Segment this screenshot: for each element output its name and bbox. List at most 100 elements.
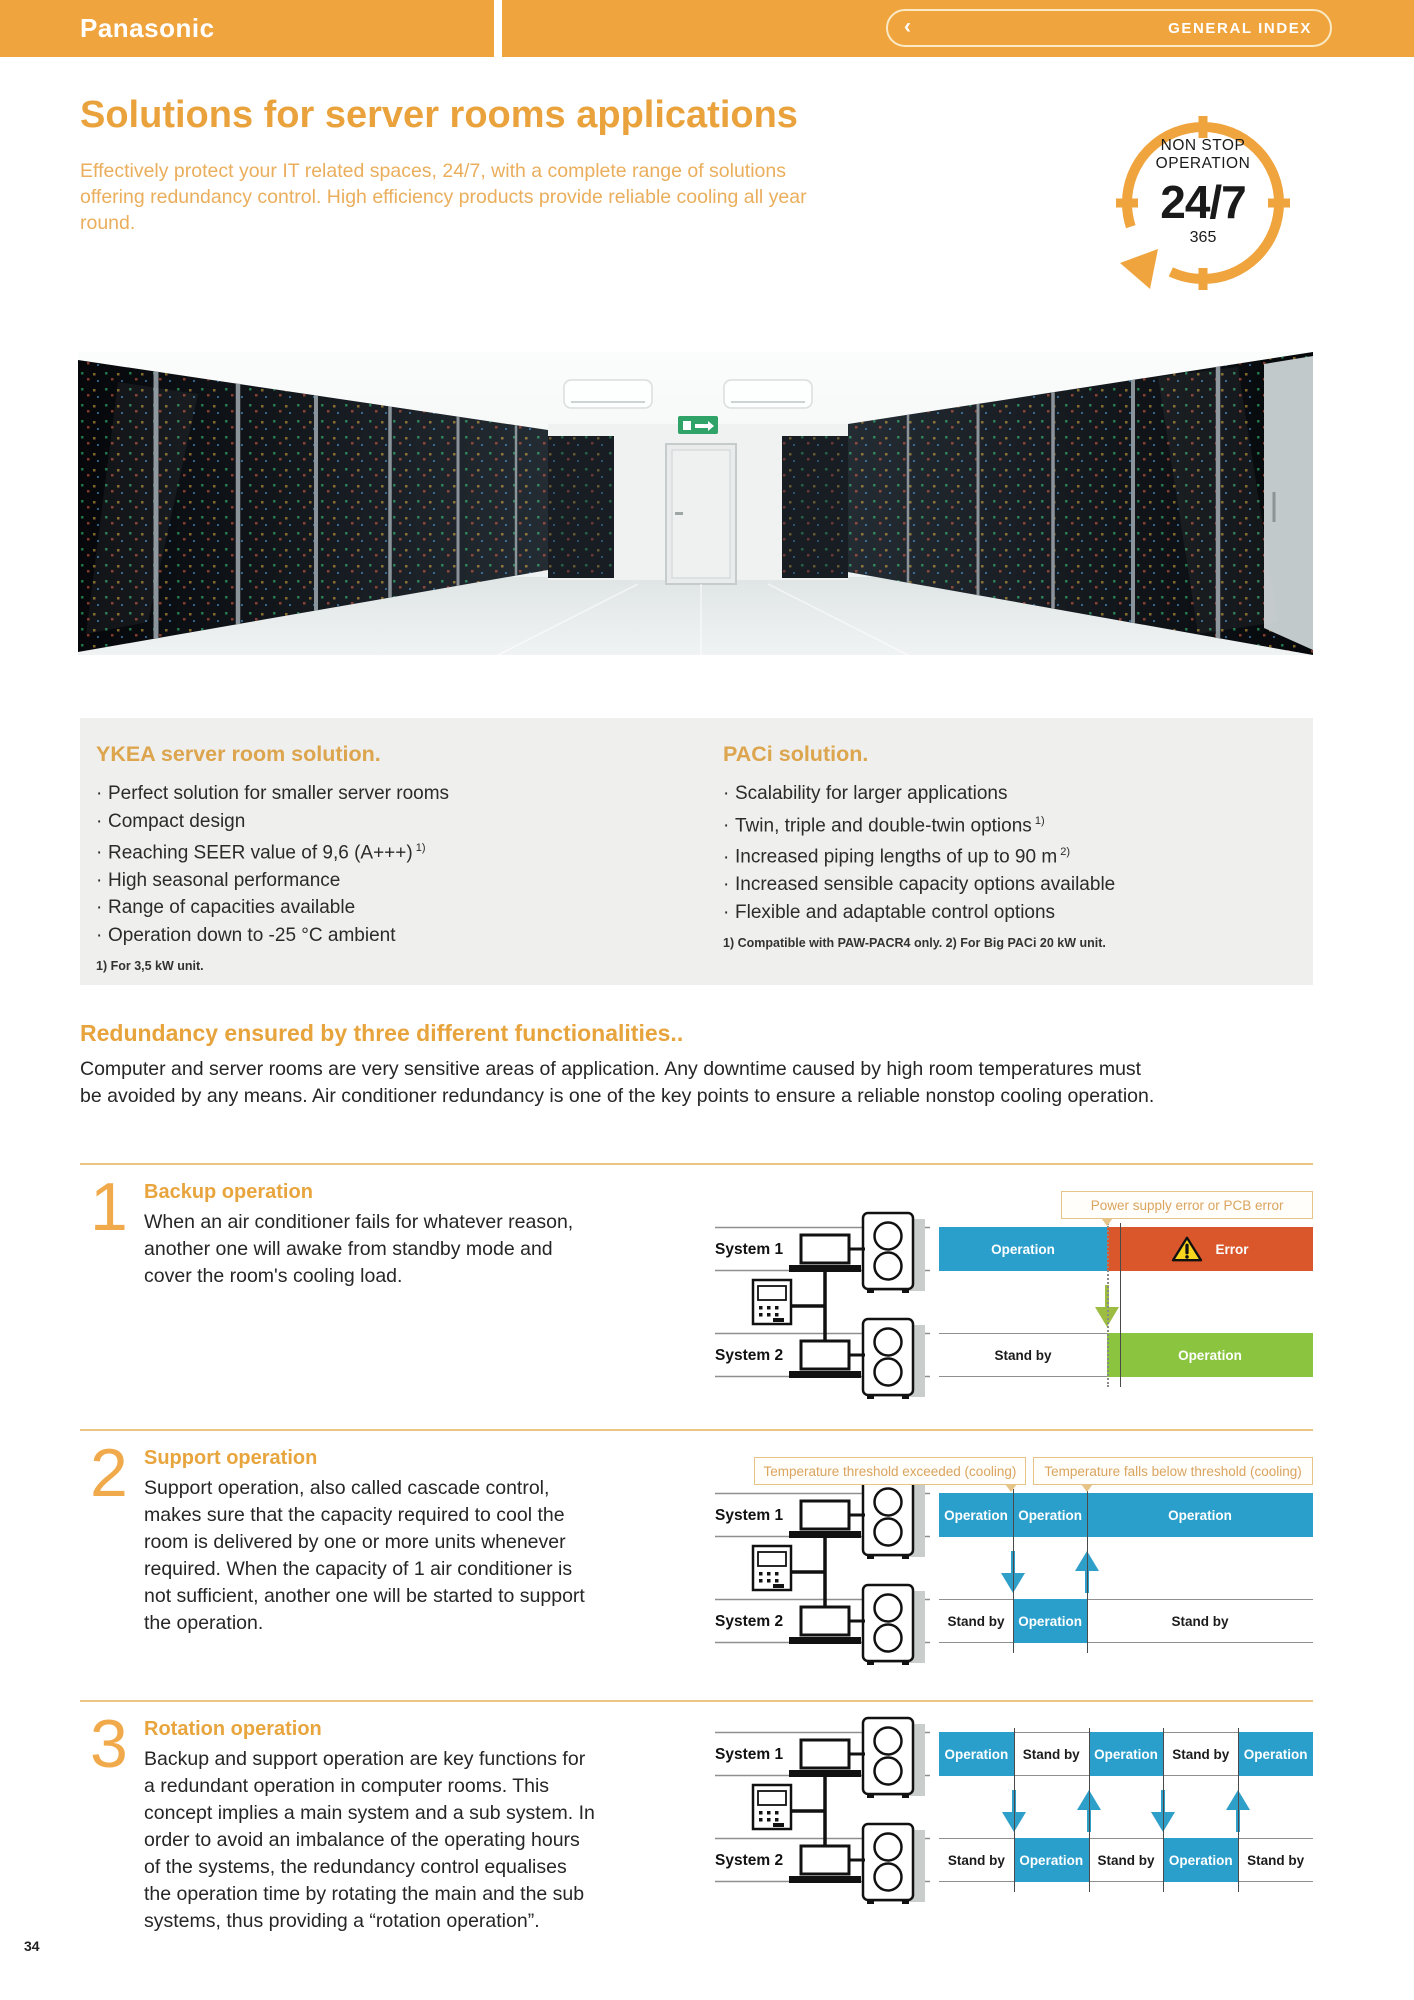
- solutions-box: YKEA server room solution. ·Perfect solu…: [80, 718, 1313, 985]
- paci-solution-column: PACi solution. ·Scalability for larger a…: [723, 742, 1313, 985]
- indoor-unit: [799, 1738, 851, 1770]
- guide-line: [1120, 1223, 1122, 1387]
- remote-controller: [751, 1544, 793, 1592]
- paci-footnote: 1) Compatible with PAW-PACR4 only. 2) Fo…: [723, 936, 1106, 951]
- system-label: System 1: [715, 1746, 783, 1763]
- segment-label: Stand by: [947, 1852, 1005, 1868]
- timeline-segment-operation: Operation: [1087, 1493, 1313, 1537]
- timeline-segment-operation: Operation: [939, 1227, 1107, 1271]
- page-number: 34: [24, 1938, 40, 1954]
- event-callout: Power supply error or PCB error: [1061, 1191, 1313, 1219]
- timeline-segment-operation: Operation: [1238, 1732, 1313, 1776]
- timeline-segment-operation: Operation: [1013, 1838, 1089, 1882]
- timeline-row: Stand by Operation Stand by Operation Stand …: [939, 1838, 1313, 1882]
- ykea-footnote: 1) For 3,5 kW unit.: [96, 959, 204, 974]
- guide-line: [1163, 1728, 1165, 1892]
- feature-bullet: ·Reaching SEER value of 9,6 (A+++) 1): [96, 835, 723, 867]
- bullet-dot: ·: [96, 924, 103, 946]
- segment-label: Stand by: [1172, 1746, 1230, 1762]
- feature-bullet: ·Compact design: [96, 808, 723, 836]
- system-unit-group: System 2: [715, 1583, 925, 1665]
- section-backup-operation: 1 Backup operation When an air condition…: [80, 1163, 1313, 1429]
- section-number: 3: [90, 1706, 128, 1782]
- section-support-operation: 2 Support operation Support operation, a…: [80, 1429, 1313, 1700]
- ykea-bullet-list: ·Perfect solution for smaller server roo…: [96, 780, 723, 949]
- segment-label: Operation: [1168, 1852, 1233, 1868]
- system-unit-group: System 1: [715, 1211, 925, 1293]
- guide-line: [1013, 1728, 1015, 1892]
- system-label: System 1: [715, 1507, 783, 1524]
- timeline-segment-operation: Operation: [1106, 1333, 1313, 1377]
- segment-label: Stand by: [994, 1347, 1052, 1363]
- general-index-button[interactable]: ‹ GENERAL INDEX: [886, 9, 1332, 47]
- timeline-segment-stand-by: Stand by: [1089, 1838, 1164, 1882]
- badge-24-7: 24/7: [1160, 176, 1247, 228]
- feature-bullet: ·Increased piping lengths of up to 90 m …: [723, 839, 1313, 871]
- indoor-unit: [799, 1499, 851, 1531]
- guide-line: [1088, 1728, 1090, 1892]
- event-callout: Temperature threshold exceeded (cooling): [753, 1457, 1026, 1485]
- indoor-unit: [799, 1339, 851, 1371]
- guide-line: [1106, 1223, 1109, 1387]
- bullet-dot: ·: [723, 874, 730, 896]
- timeline-segment-operation: Operation: [939, 1732, 1014, 1776]
- system-unit-group: System 1: [715, 1477, 925, 1559]
- section-body: Support operation, also called cascade c…: [144, 1477, 585, 1634]
- guide-line: [1013, 1489, 1015, 1653]
- timeline-segment-stand-by: Stand by: [1087, 1599, 1313, 1643]
- intro-paragraph: Effectively protect your IT related spac…: [80, 160, 807, 234]
- bullet-dot: ·: [96, 869, 103, 891]
- timeline-segment-stand-by: Stand by: [1014, 1732, 1089, 1776]
- feature-bullet: ·Perfect solution for smaller server roo…: [96, 780, 723, 808]
- feature-bullet: ·Increased sensible capacity options ava…: [723, 871, 1313, 899]
- feature-bullet: ·Scalability for larger applications: [723, 780, 1313, 808]
- system-label: System 2: [715, 1613, 783, 1630]
- header-divider: [494, 0, 502, 57]
- ykea-solution-column: YKEA server room solution. ·Perfect solu…: [80, 742, 723, 985]
- segment-label: Operation: [1178, 1347, 1242, 1363]
- server-room-photo-illustration: [78, 352, 1313, 655]
- timeline-segment-operation: Operation: [1163, 1838, 1239, 1882]
- system-unit-group: System 2: [715, 1822, 925, 1904]
- timeline-row: Stand by Operation: [939, 1333, 1313, 1377]
- ykea-heading: YKEA server room solution.: [96, 742, 381, 766]
- segment-label: Stand by: [1097, 1852, 1155, 1868]
- segment-label: Operation: [991, 1241, 1055, 1257]
- segment-label: Stand by: [1022, 1746, 1080, 1762]
- section-number: 1: [90, 1169, 128, 1245]
- section-title: Rotation operation: [144, 1718, 322, 1740]
- feature-bullet: ·Twin, triple and double-twin options 1): [723, 808, 1313, 840]
- segment-label: Operation: [1018, 1613, 1082, 1629]
- system-schematic: System 1 System 2: [715, 1211, 930, 1399]
- bullet-dot: ·: [723, 783, 730, 804]
- feature-bullet: ·Range of capacities available: [96, 894, 723, 922]
- guide-line: [1238, 1728, 1240, 1892]
- nonstop-badge: NON STOP OPERATION 24/7 365: [1098, 95, 1308, 310]
- badge-line1: NON STOP: [1160, 137, 1246, 154]
- segment-label: Operation: [1018, 1507, 1082, 1523]
- badge-365: 365: [1189, 229, 1217, 246]
- back-chevron-icon: ‹: [904, 15, 911, 38]
- timeline-segment-operation: Operation: [939, 1493, 1014, 1537]
- paci-bullet-list: ·Scalability for larger applications·Twi…: [723, 780, 1313, 926]
- system-schematic: System 1 System 2: [715, 1477, 930, 1665]
- bullet-dot: ·: [96, 783, 103, 804]
- segment-label: Operation: [1168, 1507, 1232, 1523]
- server-room-photo: [78, 352, 1313, 655]
- section-title: Backup operation: [144, 1181, 313, 1203]
- system-unit-group: System 2: [715, 1317, 925, 1399]
- indoor-unit: [799, 1844, 851, 1876]
- bullet-dot: ·: [723, 901, 730, 923]
- section-title: Support operation: [144, 1447, 318, 1469]
- feature-bullet: ·Flexible and adaptable control options: [723, 899, 1313, 927]
- general-index-label: GENERAL INDEX: [1168, 20, 1312, 37]
- segment-label: Stand by: [1247, 1852, 1305, 1868]
- section-body: When an air conditioner fails for whatev…: [144, 1211, 574, 1287]
